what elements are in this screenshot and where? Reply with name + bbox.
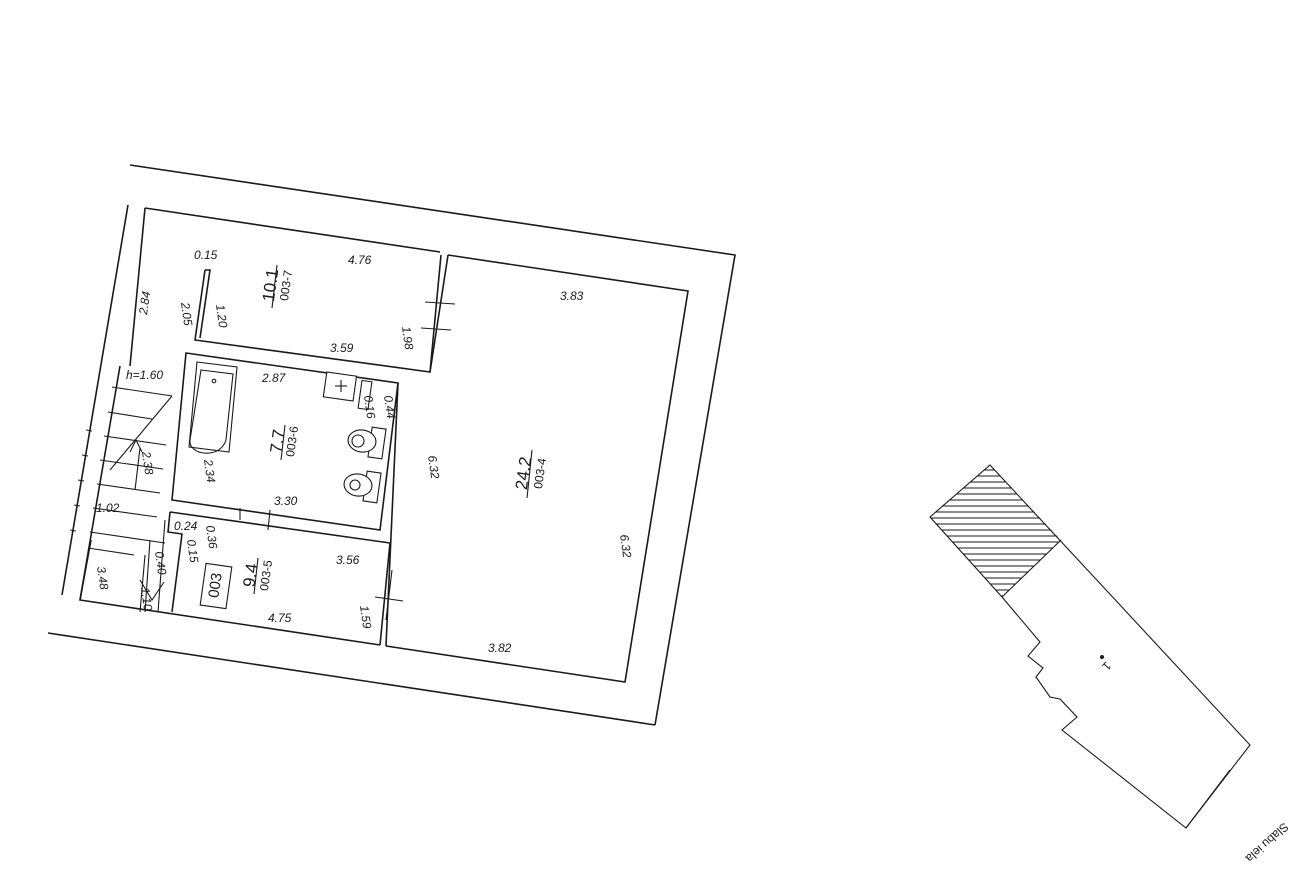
bathtub-drain — [211, 378, 217, 384]
site-sketch: 1 Slabu iela — [929, 464, 1292, 866]
wall-ticks — [69, 429, 93, 532]
outer-wall-bottom — [47, 632, 656, 726]
dim-label: 0.40 — [152, 550, 169, 575]
room-003-6-code: 003-6 — [283, 425, 301, 458]
dim-label: 3.59 — [330, 341, 354, 355]
outer-wall-top — [129, 164, 736, 726]
dim-label: 4.75 — [268, 611, 292, 625]
dim-label: 3.56 — [336, 553, 360, 567]
bidet-icon — [343, 470, 382, 504]
room-003-6-area: 7.7 — [267, 428, 289, 454]
toilet-icon — [347, 426, 387, 460]
dim-label: 6.32 — [425, 454, 442, 479]
staircase — [79, 386, 173, 613]
room-003-7-fraction-line — [271, 264, 278, 309]
room-003-7-code: 003-7 — [277, 269, 295, 302]
dim-label: 0.24 — [174, 519, 198, 533]
dim-label: 0.15 — [194, 248, 218, 262]
room-divider-wall — [385, 382, 399, 647]
dim-label: 2.87 — [261, 371, 287, 385]
dim-label: h=1.60 — [126, 368, 163, 382]
plan-labels: 003 003-7 10.1 003-6 7.7 003-5 9.4 003-4… — [94, 248, 634, 655]
room-003-4-area: 24.2 — [512, 456, 535, 491]
inner-wall-outline — [79, 207, 689, 683]
inner-line — [1185, 769, 1231, 829]
dim-label: 0.15 — [184, 538, 201, 563]
unit-label: 003 — [205, 572, 225, 599]
dim-label: 3.83 — [560, 289, 584, 303]
dim-label: 1.20 — [213, 303, 230, 328]
dim-label: 1.02 — [96, 501, 120, 515]
dim-label: 3.82 — [488, 641, 512, 655]
door-mark — [267, 509, 271, 531]
bathtub-inner — [189, 369, 234, 454]
room-003-7-walls — [194, 254, 442, 373]
dim-label: 0.44 — [381, 394, 398, 419]
wall-niche — [357, 379, 373, 411]
room-003-7-area: 10.1 — [259, 268, 282, 303]
dim-label: 2.05 — [178, 300, 195, 326]
hatch-border — [1001, 539, 1062, 598]
room-003-5-area: 9.4 — [240, 562, 262, 588]
dim-label: 4.76 — [348, 253, 372, 267]
building-outline — [929, 464, 1251, 829]
dim-label: 2.84 — [136, 290, 153, 316]
dim-label: 1.59 — [357, 604, 374, 629]
dim-label: 2.38 — [139, 449, 156, 475]
dim-label: 3.30 — [274, 494, 298, 508]
dim-label: 3.48 — [94, 565, 111, 590]
room-003-5-fraction-line — [253, 557, 259, 595]
room-003-5-walls — [167, 511, 391, 646]
room-003-4-fraction-line — [526, 449, 533, 499]
room-divider-wall — [429, 254, 449, 373]
dim-label: 0.16 — [361, 394, 378, 419]
room-003-6-fraction-line — [280, 424, 286, 461]
bathtub — [188, 361, 238, 453]
dim-label: 0.36 — [203, 524, 220, 549]
unit-label-box — [199, 562, 233, 610]
dim-label: 2.34 — [201, 457, 218, 483]
room-003-5-code: 003-5 — [257, 559, 275, 592]
dim-label: 1.10 — [138, 586, 155, 611]
room-003-4-code: 003-4 — [531, 457, 549, 490]
floor-plan — [47, 164, 736, 726]
dim-label: 1.98 — [399, 325, 416, 350]
building-marker-dot — [1100, 655, 1104, 659]
street-name: Slabu iela — [1243, 820, 1292, 866]
dim-label: 6.32 — [617, 533, 634, 558]
